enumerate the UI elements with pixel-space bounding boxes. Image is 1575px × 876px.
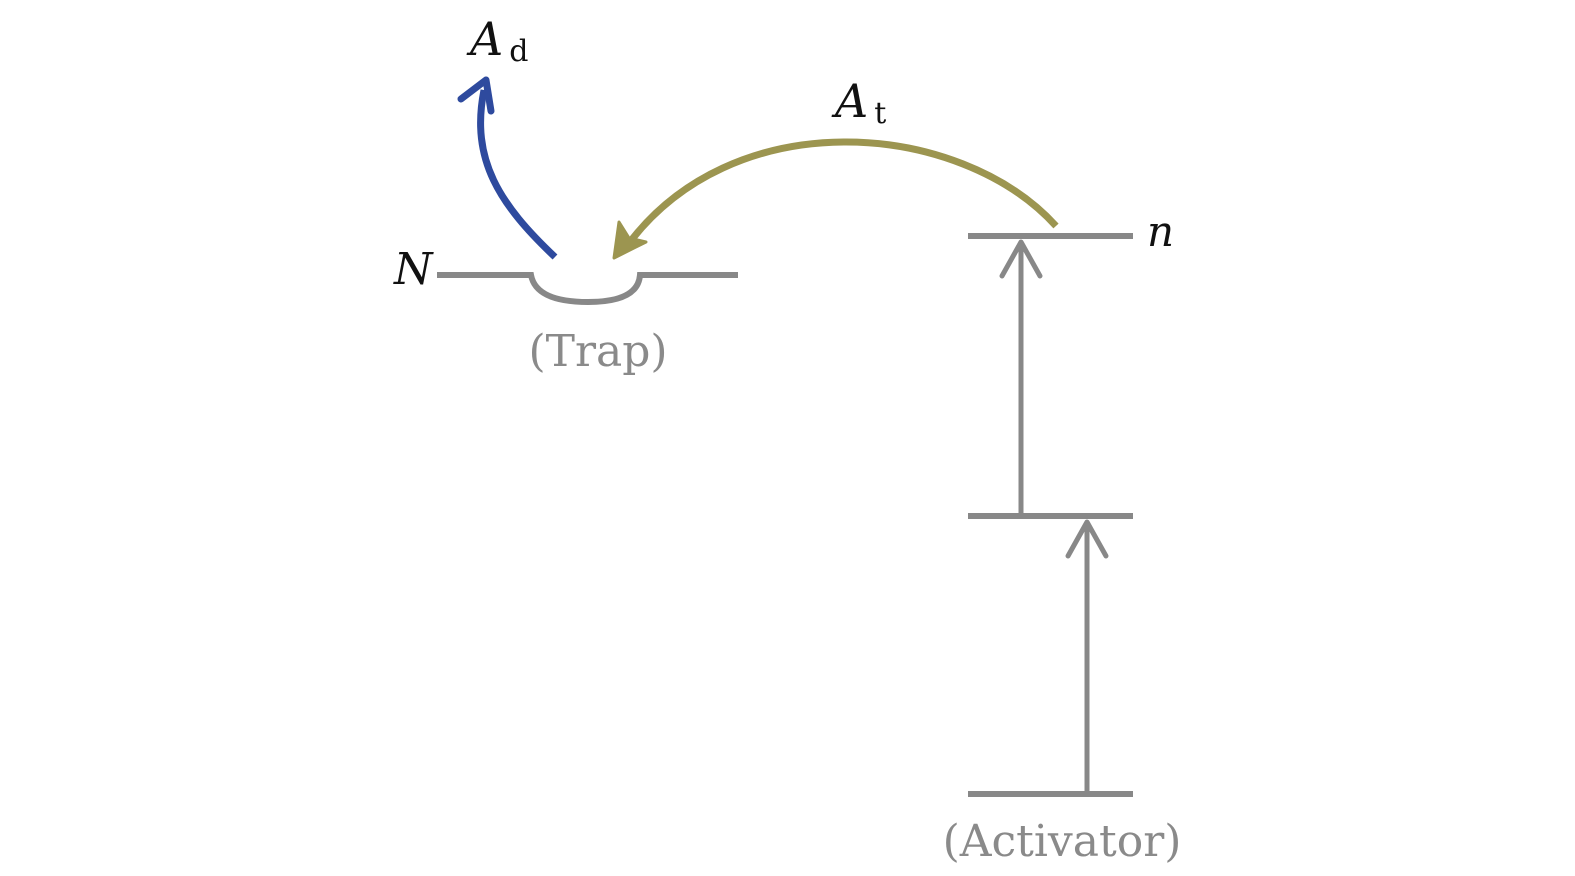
decay-rate-subscript: d xyxy=(509,34,528,69)
transfer-rate-symbol: A xyxy=(831,74,868,128)
decay-arrow xyxy=(457,76,558,260)
decay-rate-label: A d xyxy=(466,12,528,69)
trap-level xyxy=(437,272,738,306)
transfer-rate-label: A t xyxy=(831,74,886,131)
trap-caption: (Trap) xyxy=(528,326,667,377)
transfer-rate-subscript: t xyxy=(874,96,886,131)
trap-level-label: N xyxy=(393,244,434,295)
excitation-arrow-upper xyxy=(999,239,1043,516)
activator-level-label: n xyxy=(1147,207,1174,256)
activator-levels xyxy=(968,233,1133,797)
transfer-arrow xyxy=(612,138,1059,260)
activator-caption: (Activator) xyxy=(943,816,1182,867)
trap-level-line xyxy=(437,272,738,306)
excitation-arrow-lower xyxy=(1065,519,1109,794)
decay-rate-symbol: A xyxy=(466,12,503,66)
